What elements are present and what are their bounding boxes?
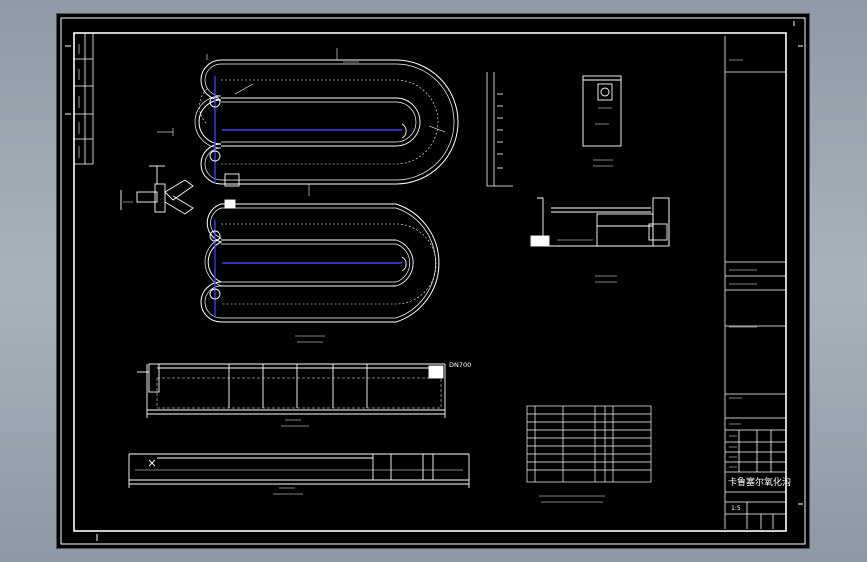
longitudinal-section-b <box>128 453 470 488</box>
longitudinal-section-a <box>137 363 446 418</box>
plan-dimension-text <box>123 61 359 343</box>
title-block-name: 卡鲁塞尔氧化沟 <box>728 476 791 488</box>
lower-ditch-aerators <box>209 230 407 300</box>
upper-ditch-aerators <box>209 96 407 162</box>
side-elevation <box>486 72 513 187</box>
section-b-caption <box>273 487 303 495</box>
well-plan-detail <box>582 75 622 167</box>
title-block-fine-text <box>729 59 757 468</box>
section-a-caption <box>281 419 309 427</box>
section-detail <box>530 197 670 283</box>
plan-leaders <box>157 48 446 196</box>
sheet-outer-border <box>60 17 806 545</box>
corner-marks <box>65 21 803 541</box>
pipe-size-label: DN700 <box>449 361 471 369</box>
sheet-inner-border <box>73 32 787 532</box>
cad-viewport[interactable]: 卡鲁塞尔氧化沟 1:5 <box>57 14 809 548</box>
left-binding-strip <box>74 33 94 165</box>
title-block <box>724 36 786 529</box>
cad-drawing: 卡鲁塞尔氧化沟 1:5 <box>60 17 806 545</box>
inlet-distribution-well <box>120 165 240 215</box>
equipment-table-caption <box>539 495 605 503</box>
title-block-scale: 1:5 <box>731 505 741 512</box>
upper-oxidation-ditch-plan <box>194 59 459 185</box>
equipment-table <box>526 405 652 483</box>
